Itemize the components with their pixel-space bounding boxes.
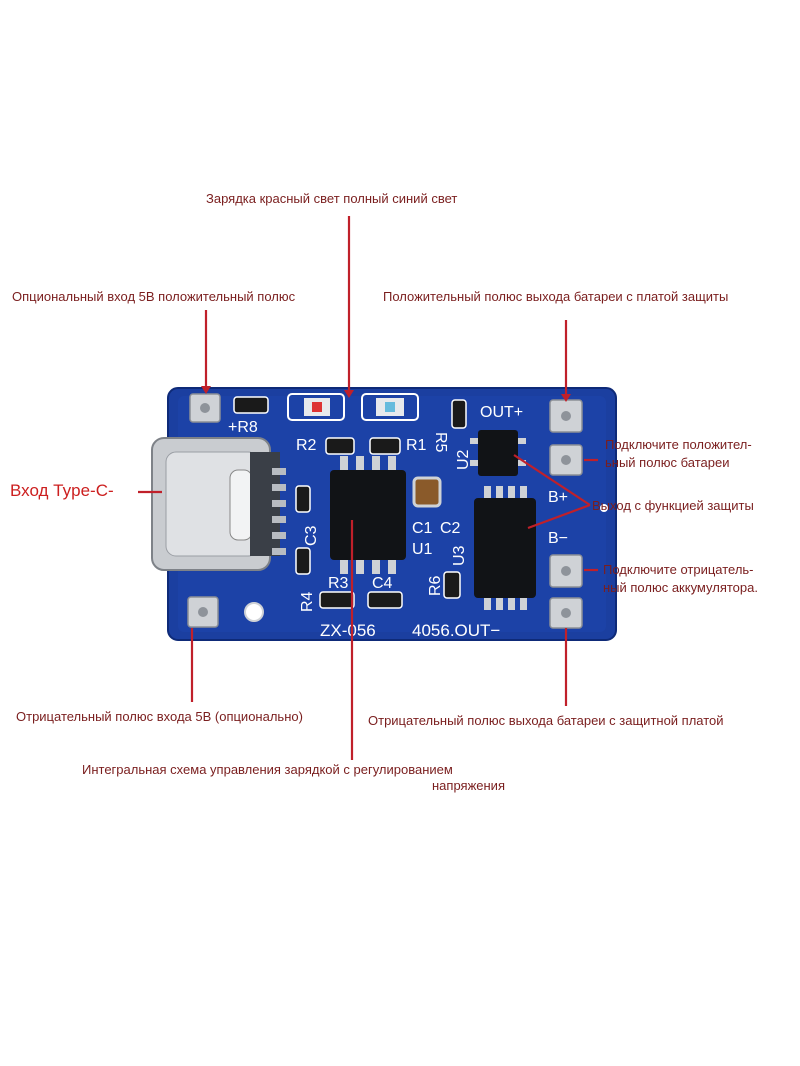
label-protect-output: Выход с функцией защиты bbox=[592, 498, 754, 513]
ic-tp4056 bbox=[330, 456, 406, 574]
silk-r1: R1 bbox=[406, 437, 427, 454]
silk-b-plus: B+ bbox=[548, 489, 568, 506]
label-ic-line1: Интегральная схема управления зарядкой с… bbox=[82, 762, 453, 777]
silk-r5: R5 bbox=[432, 432, 449, 453]
label-connect-neg-2: ный полюс аккумулятора. bbox=[603, 580, 758, 595]
silk-r8: +R8 bbox=[228, 419, 258, 436]
label-out-neg-protect: Отрицательный полюс выхода батареи с защ… bbox=[368, 713, 724, 728]
label-typec-input: Вход Type-C- bbox=[10, 481, 114, 500]
silk-model: ZX-056 bbox=[320, 621, 376, 640]
silk-u1: U1 bbox=[412, 541, 433, 558]
pcb-board: +R8 R2 R1 R5 OUT+ U2 B+ B− C3 C1 C2 U1 U… bbox=[151, 387, 617, 641]
silk-r4: R4 bbox=[299, 591, 316, 612]
label-charge-led: Зарядка красный свет полный синий свет bbox=[206, 191, 458, 206]
leader-lines bbox=[138, 216, 598, 760]
ic-u2 bbox=[470, 430, 526, 476]
silk-r2: R2 bbox=[296, 437, 317, 454]
label-connect-pos-2: ьный полюс батареи bbox=[605, 455, 730, 470]
silk-out-plus: OUT+ bbox=[480, 404, 523, 421]
line-protect-a bbox=[513, 454, 591, 506]
silk-c1: C1 bbox=[412, 520, 433, 537]
silk-u2: U2 bbox=[455, 449, 472, 470]
label-out-pos-protect: Положительный полюс выхода батареи с пла… bbox=[383, 289, 729, 304]
label-connect-pos-1: Подключите положител- bbox=[605, 437, 752, 452]
led-blue bbox=[361, 393, 419, 421]
silk-c3: C3 bbox=[303, 525, 320, 546]
silk-c4: C4 bbox=[372, 575, 393, 592]
led-red bbox=[287, 393, 345, 421]
silk-chip-out: 4056.OUT− bbox=[412, 621, 500, 640]
silk-r6: R6 bbox=[427, 575, 444, 596]
label-opt-in-pos: Опциональный вход 5В положительный полюс bbox=[12, 289, 296, 304]
line-protect-b bbox=[527, 503, 591, 530]
ic-u3 bbox=[474, 486, 536, 610]
label-opt-in-neg: Отрицательный полюс входа 5В (опциональн… bbox=[16, 709, 303, 724]
silk-u3: U3 bbox=[451, 545, 468, 566]
usb-c-connector bbox=[151, 437, 286, 571]
label-connect-neg-1: Подключите отрицатель- bbox=[603, 562, 754, 577]
label-ic-line2: напряжения bbox=[432, 778, 505, 793]
silk-r3: R3 bbox=[328, 575, 349, 592]
silk-c2: C2 bbox=[440, 520, 461, 537]
silk-b-minus: B− bbox=[548, 530, 568, 547]
